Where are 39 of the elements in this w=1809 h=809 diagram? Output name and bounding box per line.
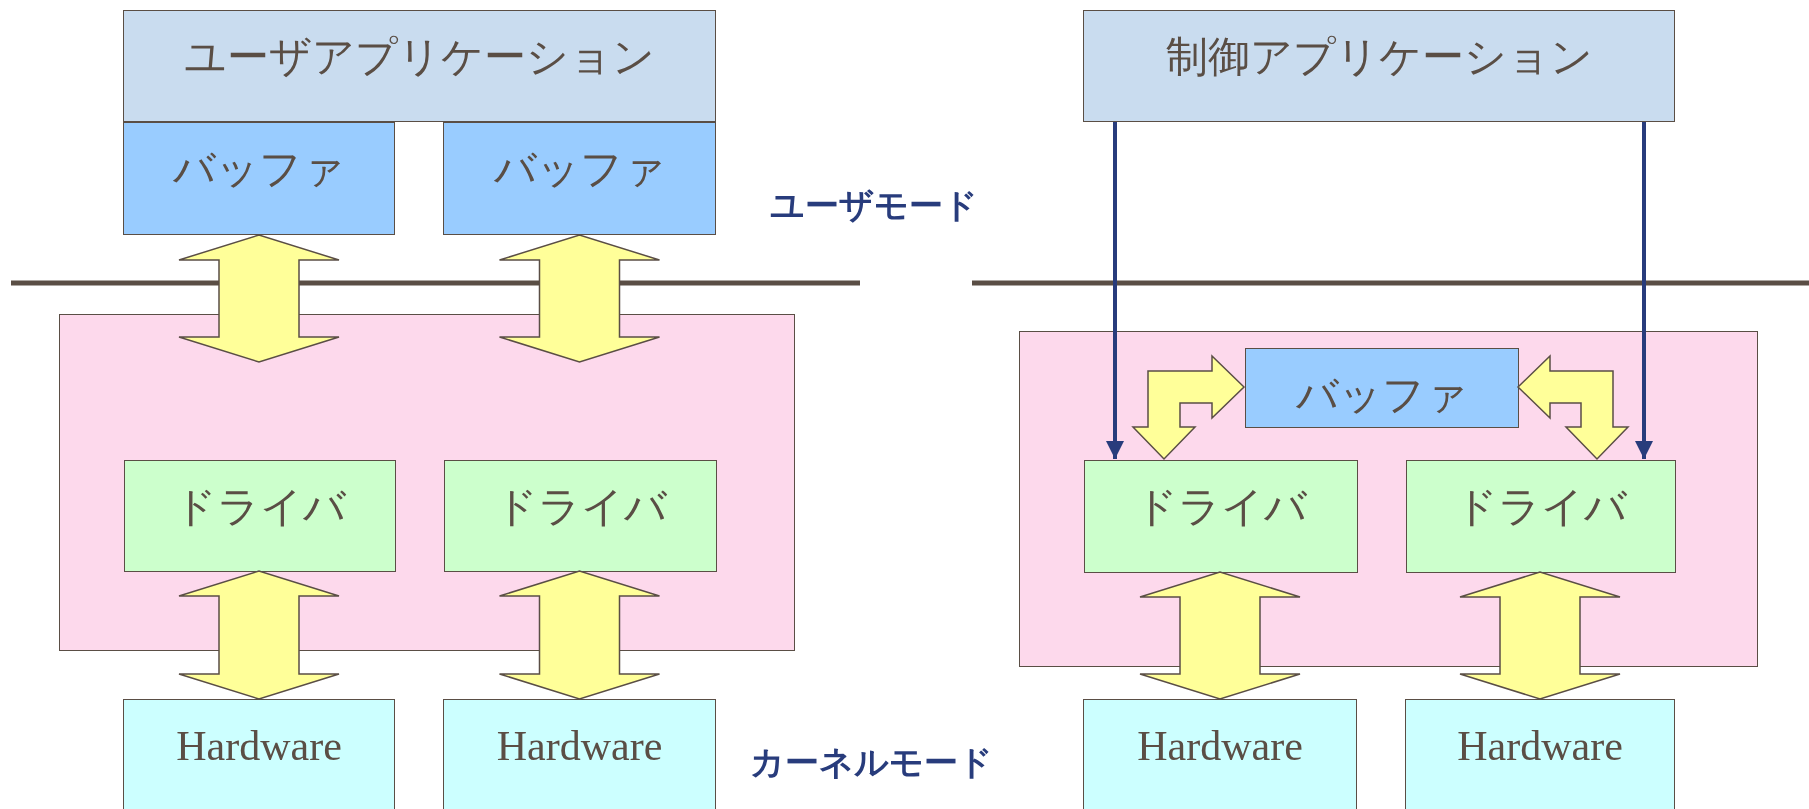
double-arrow	[178, 234, 340, 363]
double-arrow	[1459, 571, 1621, 700]
box-label: Hardware	[496, 722, 663, 771]
arrow	[1106, 122, 1124, 459]
process-box	[1405, 699, 1675, 809]
process-box	[1083, 10, 1675, 122]
box-label: ドライバ	[1135, 481, 1307, 533]
double-arrow	[1139, 571, 1301, 700]
kernel-area	[59, 314, 795, 651]
process-box	[1084, 460, 1358, 573]
process-box	[123, 122, 395, 235]
box-label: バッファ	[173, 143, 345, 195]
double-arrow	[1516, 354, 1630, 461]
process-box	[123, 699, 395, 809]
mode-label: カーネルモード	[750, 745, 993, 779]
double-arrow	[178, 570, 340, 700]
box-label: 制御アプリケーション	[1165, 31, 1593, 83]
double-arrow	[498, 570, 661, 700]
box-label: バッファ	[1296, 369, 1468, 421]
process-box	[1406, 460, 1676, 573]
box-label: ドライバ	[174, 481, 346, 533]
box-label: Hardware	[1137, 722, 1303, 771]
box-label: Hardware	[1457, 722, 1623, 771]
process-box	[1245, 348, 1519, 428]
process-box	[443, 699, 716, 809]
box-label: ドライバ	[494, 481, 667, 533]
box-label: ユーザアプリケーション	[184, 31, 655, 83]
process-box	[443, 122, 716, 235]
box-label: バッファ	[493, 143, 666, 195]
box-label: ドライバ	[1455, 481, 1627, 533]
process-box	[444, 460, 717, 572]
process-box	[123, 10, 716, 122]
box-label: Hardware	[176, 722, 342, 771]
mode-label: ユーザモード	[770, 188, 978, 222]
arrow	[1635, 122, 1653, 459]
process-box	[1083, 699, 1357, 809]
process-box	[124, 460, 396, 572]
double-arrow	[498, 234, 661, 363]
double-arrow	[1131, 354, 1246, 461]
